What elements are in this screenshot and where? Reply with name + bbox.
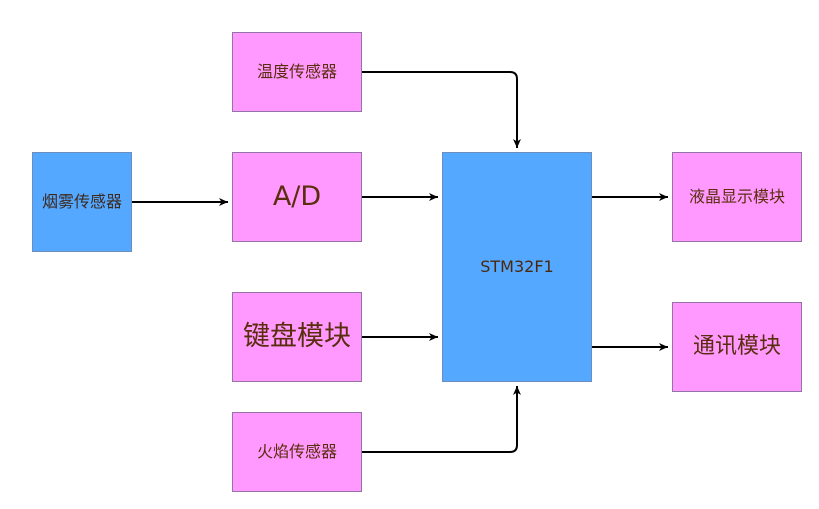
connector-flame_sensor-to-mcu bbox=[362, 386, 521, 453]
lcd-display-module-block: 液晶显示模块 bbox=[672, 152, 802, 242]
connector-temp_sensor-to-mcu bbox=[362, 71, 521, 148]
keyboard-module-block: 键盘模块 bbox=[232, 292, 362, 382]
flame-sensor-block: 火焰传感器 bbox=[232, 412, 362, 492]
ad-converter-block: A/D bbox=[232, 152, 362, 242]
communication-module-block: 通讯模块 bbox=[672, 302, 802, 392]
temperature-sensor-block: 温度传感器 bbox=[232, 32, 362, 112]
smoke-sensor-block: 烟雾传感器 bbox=[32, 152, 132, 252]
mcu-block: STM32F1 bbox=[442, 152, 592, 382]
